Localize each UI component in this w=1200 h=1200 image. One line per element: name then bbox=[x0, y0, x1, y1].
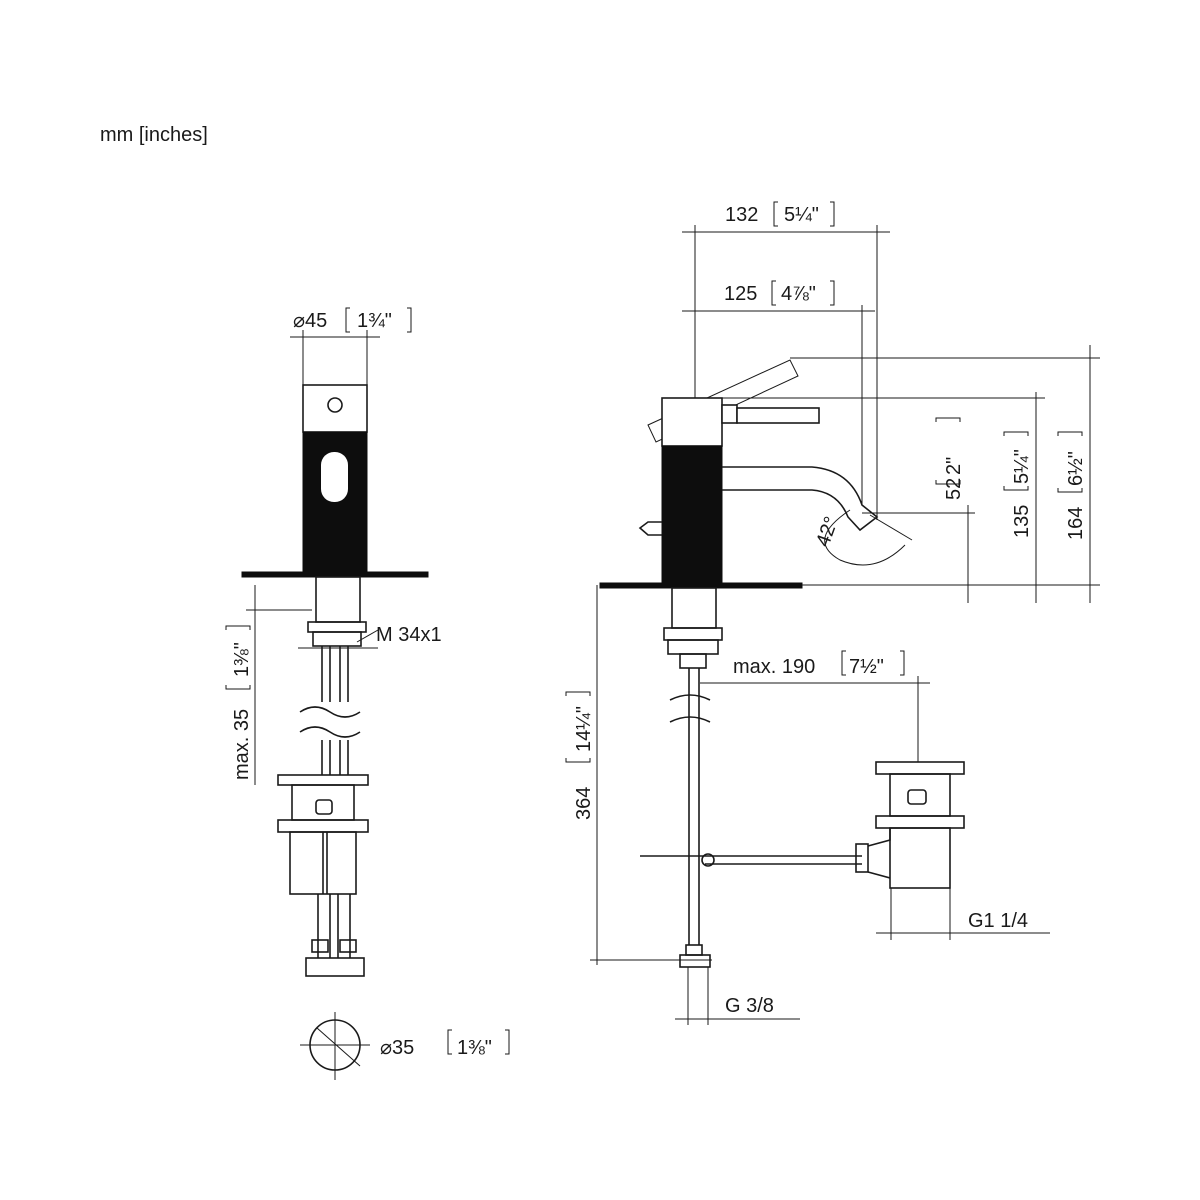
dim-width-125: 125 bbox=[724, 283, 757, 305]
dim-diameter-45-inch: 1¾" bbox=[357, 310, 392, 332]
dim-max-35-inch: 1⅜" bbox=[231, 642, 253, 677]
dim-height-164-inch: 6½" bbox=[1065, 451, 1087, 486]
dim-thread-m34: M 34x1 bbox=[376, 624, 442, 646]
dim-height-135: 135 bbox=[1011, 505, 1033, 538]
units-label: mm [inches] bbox=[100, 124, 208, 146]
dim-height-52-inch: 2" bbox=[943, 457, 965, 475]
dim-max-190-inch: 7½" bbox=[849, 656, 884, 678]
dim-height-364: 364 bbox=[573, 787, 595, 820]
dim-height-52: 52 bbox=[943, 478, 965, 500]
dim-thread-g38: G 3/8 bbox=[725, 995, 774, 1017]
side-lever-handle bbox=[736, 407, 820, 424]
dim-diameter-35-inch: 1⅜" bbox=[457, 1037, 492, 1059]
lever-head bbox=[302, 384, 368, 433]
dim-height-364-inch: 14¼" bbox=[573, 706, 595, 752]
side-view: 132 5¼" 125 4⅞" bbox=[565, 201, 1100, 1025]
side-lever-head bbox=[661, 397, 723, 447]
dim-max-35: max. 35 bbox=[231, 709, 253, 780]
dim-height-164: 164 bbox=[1065, 507, 1087, 540]
dim-thread-g114: G1 1/4 bbox=[968, 910, 1028, 932]
dim-width-125-inch: 4⅞" bbox=[781, 283, 816, 305]
dim-diameter-35: ⌀35 bbox=[380, 1037, 414, 1059]
dim-max-190: max. 190 bbox=[733, 656, 815, 678]
dim-width-132: 132 bbox=[725, 204, 758, 226]
side-faucet-body bbox=[661, 445, 723, 586]
dim-height-135-inch: 5¼" bbox=[1011, 449, 1033, 484]
dim-width-132-inch: 5¼" bbox=[784, 204, 819, 226]
dim-diameter-45: ⌀45 bbox=[293, 310, 327, 332]
front-view: ⌀45 1¾" bbox=[225, 307, 510, 1080]
